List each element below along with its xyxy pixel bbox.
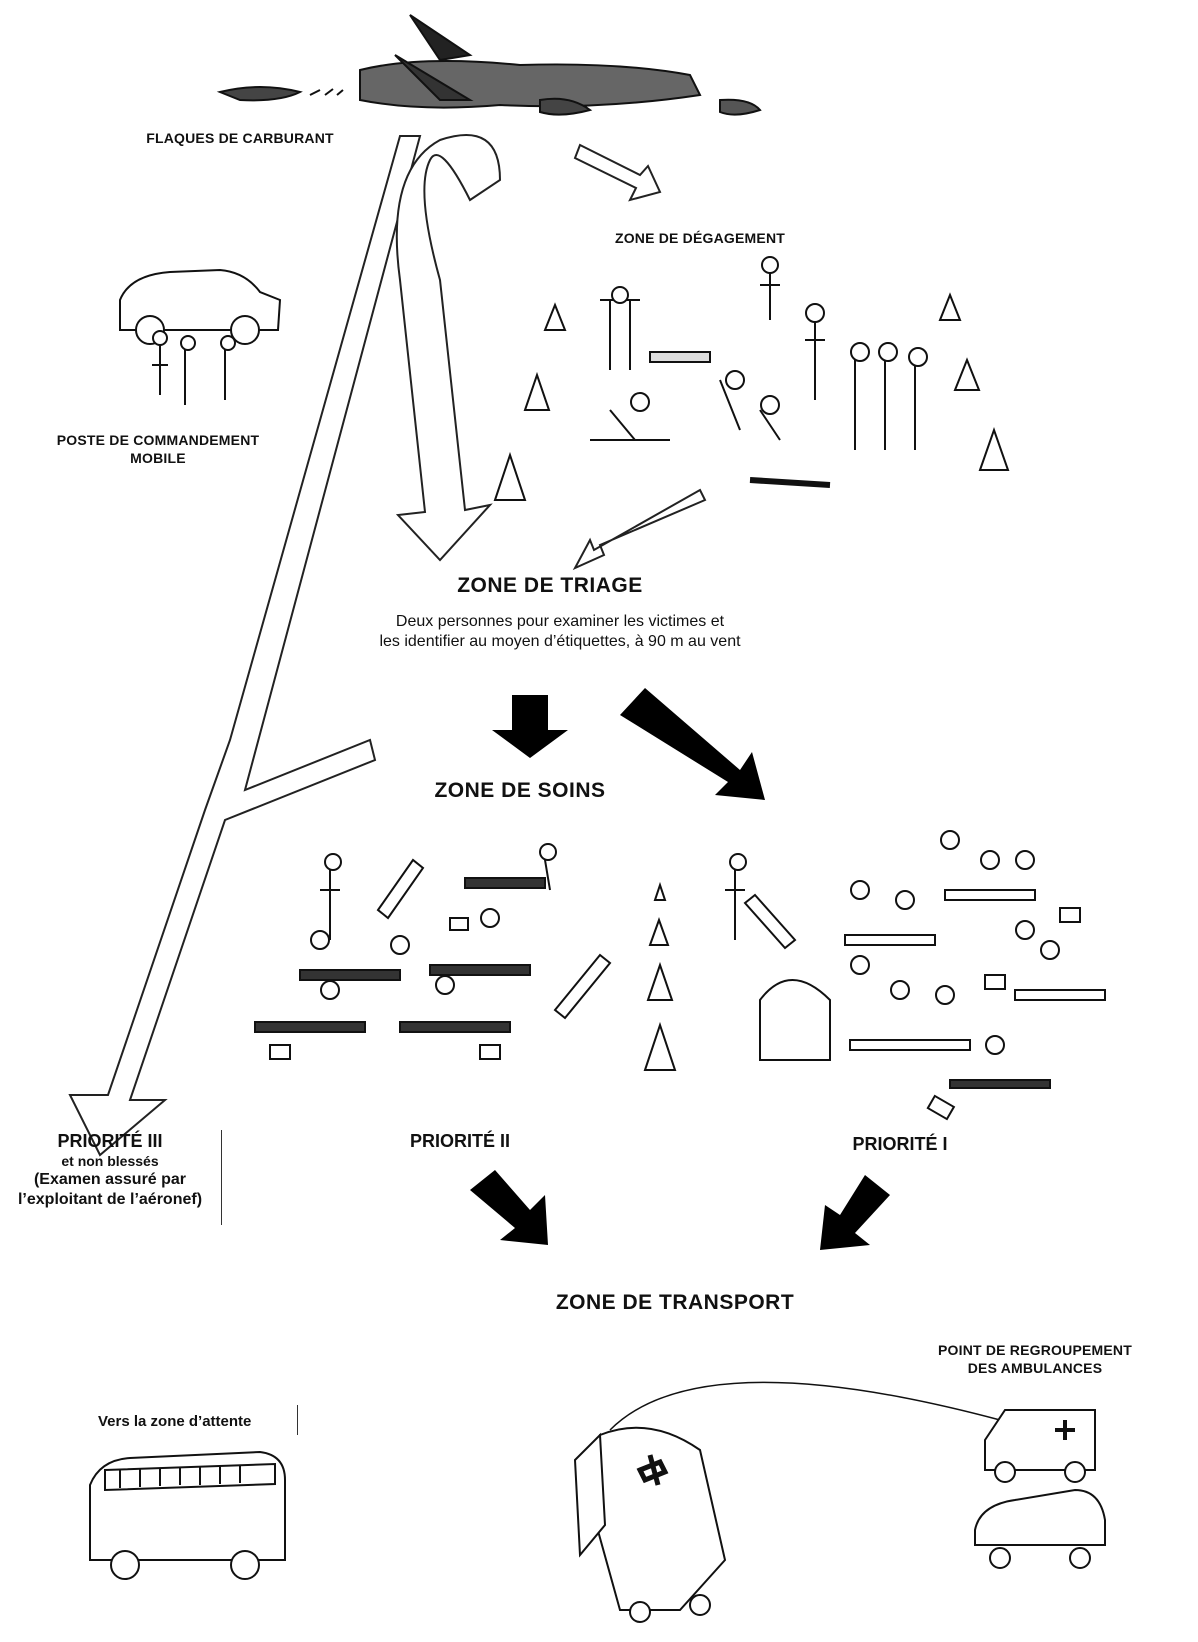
command-post-label: POSTE DE COMMANDEMENT MOBILE xyxy=(28,432,288,467)
ambulance-illustration xyxy=(573,1381,1001,1623)
priority3-separator xyxy=(221,1130,222,1225)
triage-note-line2: les identifier au moyen d’étiquettes, à … xyxy=(379,633,741,650)
ambulance-point-line2: DES AMBULANCES xyxy=(967,1359,1103,1376)
priority3-line3: (Examen assuré par xyxy=(33,1171,187,1188)
flow-arrows-solid xyxy=(470,688,890,1250)
waiting-zone-label: Vers la zone d’attente xyxy=(98,1413,252,1430)
command-post-line2: MOBILE xyxy=(130,449,186,466)
triage-zone-note: Deux personnes pour examiner les victime… xyxy=(300,612,820,652)
priority3-line2: et non blessés xyxy=(61,1152,159,1169)
flow-arrows-outline xyxy=(68,134,707,1157)
center-cones xyxy=(643,881,677,1071)
transport-zone-title: ZONE DE TRANSPORT xyxy=(555,1291,795,1314)
ambulances-staging-illustration xyxy=(974,1409,1106,1569)
bus-illustration xyxy=(89,1450,286,1580)
command-vehicle-illustration xyxy=(119,268,282,405)
clearance-zone-label: ZONE DE DÉGAGEMENT xyxy=(614,230,786,246)
priority3-label: PRIORITÉ III et non blessés (Examen assu… xyxy=(0,1130,220,1210)
ambulance-point-line1: POINT DE REGROUPEMENT xyxy=(938,1342,1132,1358)
waiting-zone-separator xyxy=(297,1405,298,1435)
triage-note-line1: Deux personnes pour examiner les victime… xyxy=(395,613,725,630)
priority1-label: PRIORITÉ I xyxy=(852,1134,948,1154)
fuel-puddles-label: FLAQUES DE CARBURANT xyxy=(146,130,334,146)
clearance-zone-figures xyxy=(493,256,1010,501)
aircraft-wreck-illustration xyxy=(216,14,762,116)
triage-zone-title: ZONE DE TRIAGE xyxy=(457,574,643,597)
care-zone-priority2-illustration xyxy=(254,843,612,1060)
command-post-line1: POSTE DE COMMANDEMENT xyxy=(56,432,260,448)
priority3-line4: l’exploitant de l’aéronef) xyxy=(17,1191,203,1208)
priority3-title: PRIORITÉ III xyxy=(57,1131,163,1151)
priority2-label: PRIORITÉ II xyxy=(409,1131,510,1151)
care-zone-title: ZONE DE SOINS xyxy=(434,779,606,802)
ambulance-point-label: POINT DE REGROUPEMENT DES AMBULANCES xyxy=(920,1342,1150,1377)
care-zone-priority1-illustration xyxy=(725,830,1106,1121)
